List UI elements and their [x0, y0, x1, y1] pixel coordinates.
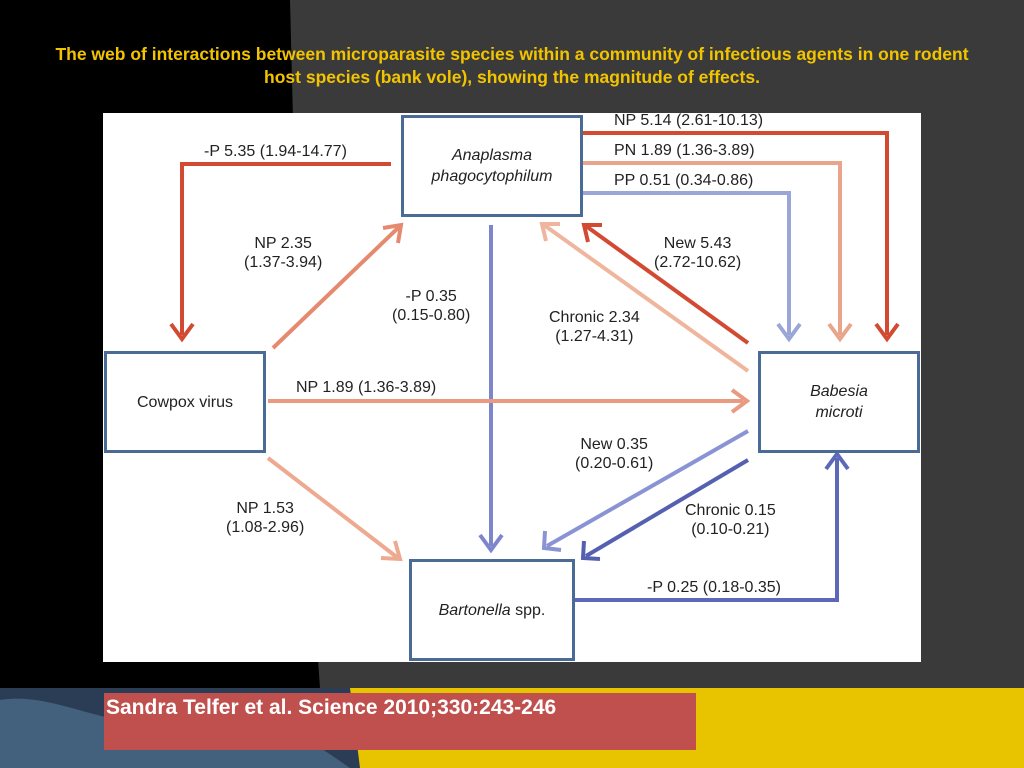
- node-bartonella-suffix: spp.: [510, 601, 546, 619]
- label-ana-bab-pn: PN 1.89 (1.36-3.89): [614, 142, 755, 159]
- label-cow-bar-effect: NP 1.53: [236, 500, 294, 517]
- label-bab-bar-new: New 0.35 (0.20-0.61): [575, 435, 653, 473]
- node-cowpox: Cowpox virus: [104, 351, 266, 453]
- node-bartonella-label: Bartonella spp.: [439, 600, 546, 621]
- node-babesia-label: Babesia microti: [810, 383, 868, 421]
- label-ana-cow: -P 5.35 (1.94-14.77): [204, 143, 347, 160]
- label-bab-ana-chronic: Chronic 2.34 (1.27-4.31): [549, 308, 640, 346]
- edge-cow-ana: [271, 225, 401, 350]
- label-bab-bar-chronic: Chronic 0.15 (0.10-0.21): [685, 501, 776, 539]
- label-ana-bar-effect: -P 0.35: [405, 288, 457, 305]
- edge-bar-bab: [574, 458, 839, 602]
- label-cow-bar: NP 1.53 (1.08-2.96): [226, 499, 304, 537]
- label-bab-bar-chronic-effect: Chronic 0.15: [685, 502, 776, 519]
- label-bar-bab: -P 0.25 (0.18-0.35): [647, 579, 782, 596]
- node-anaplasma: Anaplasma phagocytophilum: [401, 115, 583, 217]
- label-ana-bar: -P 0.35 (0.15-0.80): [392, 287, 470, 325]
- label-bab-bar-chronic-ci: (0.10-0.21): [691, 521, 770, 538]
- node-anaplasma-label: Anaplasma phagocytophilum: [431, 147, 553, 185]
- edge-bab-ana-new: [584, 224, 750, 345]
- node-babesia: Babesia microti: [758, 351, 920, 453]
- label-cow-ana-effect: NP 2.35: [254, 235, 312, 252]
- label-cow-bab: NP 1.89 (1.36-3.89): [296, 379, 437, 396]
- label-ana-bab-np: NP 5.14 (2.61-10.13): [614, 112, 764, 129]
- diagram-arrows: [169, 131, 900, 602]
- edge-ana-cow: [180, 162, 391, 335]
- slide-title: The web of interactions between micropar…: [55, 44, 969, 87]
- label-cow-ana: NP 2.35 (1.37-3.94): [244, 234, 322, 272]
- edge-bab-bar-new: [546, 429, 749, 548]
- label-bab-ana-new-effect: New 5.43: [663, 235, 732, 252]
- node-cowpox-label: Cowpox virus: [136, 393, 234, 411]
- label-ana-bab-pp: PP 0.51 (0.34-0.86): [614, 172, 754, 189]
- edge-bab-bar-chronic: [584, 458, 750, 558]
- edge-cow-bar: [266, 456, 400, 560]
- edge-ana-bab-pp: [582, 191, 791, 335]
- label-cow-ana-ci: (1.37-3.94): [244, 254, 323, 271]
- node-bartonella: Bartonella spp.: [409, 559, 575, 661]
- edge-bab-ana-chronic: [542, 223, 750, 373]
- interaction-diagram: Anaplasma phagocytophilum Cowpox virus B…: [103, 112, 921, 662]
- label-bab-ana-new: New 5.43 (2.72-10.62): [654, 234, 741, 272]
- edge-ana-bab-pn: [582, 161, 842, 335]
- label-bab-bar-new-effect: New 0.35: [580, 436, 648, 453]
- node-bartonella-genus: Bartonella: [438, 601, 511, 619]
- label-ana-bar-ci: (0.15-0.80): [392, 307, 471, 324]
- label-bab-ana-new-ci: (2.72-10.62): [654, 254, 742, 271]
- label-bab-bar-new-ci: (0.20-0.61): [575, 455, 654, 472]
- citation-banner: Sandra Telfer et al. Science 2010;330:24…: [104, 693, 696, 750]
- label-bab-ana-chronic-ci: (1.27-4.31): [555, 328, 634, 345]
- edge-ana-bab-np: [582, 131, 889, 335]
- label-bab-ana-chronic-effect: Chronic 2.34: [549, 309, 640, 326]
- label-cow-bar-ci: (1.08-2.96): [226, 519, 305, 536]
